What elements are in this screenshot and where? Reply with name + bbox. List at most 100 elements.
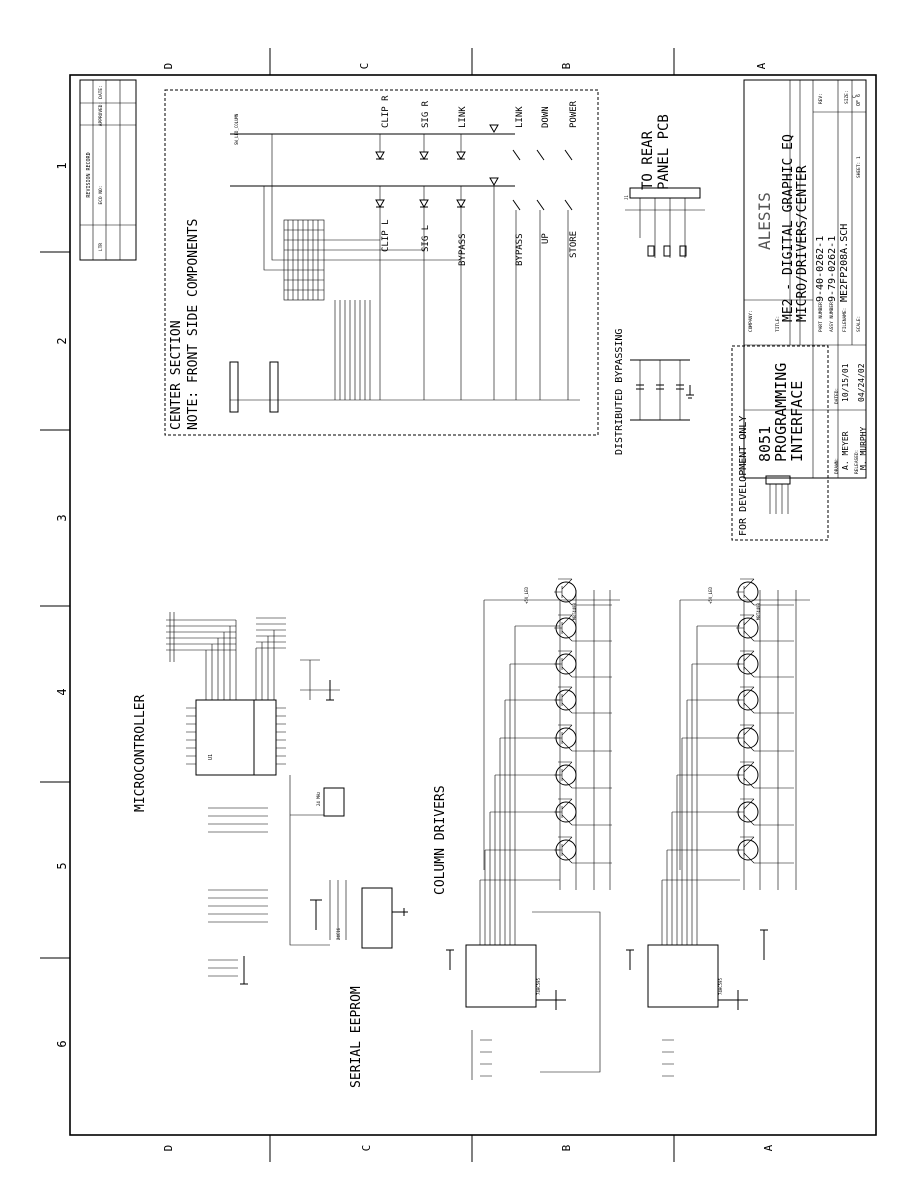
- distributed-bypassing-label: DISTRIBUTED BYPASSING: [614, 329, 625, 455]
- zone-row-2: 2: [55, 337, 69, 344]
- label-clip-l: CLIP L: [381, 219, 391, 252]
- shift-reg-upper-label: 74HC595: [536, 978, 541, 995]
- drawn-label: DRAWN:: [834, 458, 840, 474]
- title-label: TITLE:: [775, 316, 781, 332]
- column-drivers-label: COLUMN DRIVERS: [433, 785, 448, 895]
- zone-row-6: 6: [55, 1040, 69, 1047]
- shift-reg-lower-label: 74HC595: [718, 978, 723, 995]
- svg-text:SW_LED_COLUMN: SW_LED_COLUMN: [234, 113, 239, 145]
- pnp-transistor: [736, 650, 794, 678]
- zone-labels-top: D C B A: [162, 62, 768, 69]
- label-down: DOWN: [541, 106, 551, 128]
- title-line-1: ME2 - DIGITAL GRAPHIC EQ: [781, 134, 796, 322]
- size-value: C: [852, 95, 858, 98]
- led-row-left: [375, 177, 499, 209]
- drawing-border: [40, 48, 877, 1162]
- crystal-label: 24 MHz: [316, 791, 321, 806]
- switch-row-top: [512, 149, 573, 161]
- pnp-transistor: [554, 578, 612, 606]
- zone-row-3: 3: [55, 514, 69, 521]
- zone-top-a: A: [755, 62, 768, 69]
- date-label: DATED:: [834, 388, 840, 404]
- supply-label-upper: +5V_LED: [524, 587, 529, 604]
- released-label: RELEASED:: [854, 450, 860, 474]
- supply-label-lower: +5V_LED: [708, 587, 713, 604]
- drawn-by: A. MEYER: [841, 431, 850, 470]
- company-label: COMPANY:: [748, 310, 754, 332]
- rear-panel-connector: TO REAR PANEL PCB J1: [624, 114, 705, 258]
- label-bypass-switch: BYPASS: [515, 233, 525, 266]
- to-rear-label: TO REAR: [640, 130, 656, 190]
- transistor-label-upper: MBT4403: [572, 603, 577, 620]
- zone-bottom-d: D: [162, 1145, 175, 1152]
- pnp-transistor: [736, 686, 794, 714]
- prog-line-3: INTERFACE: [788, 381, 806, 462]
- column-driver-bank-upper: 74HC595: [446, 590, 620, 1080]
- serial-eeprom-section: SERIAL EEPROM 24C16: [310, 880, 408, 1088]
- zone-bottom-a: A: [762, 1144, 775, 1151]
- transistor-column-lower: [736, 578, 794, 864]
- pnp-transistor: [554, 836, 612, 864]
- column-driver-bank-lower: 74HC595: [626, 590, 810, 1077]
- zone-row-1: 1: [55, 162, 69, 169]
- assy-number: 9-79-0262-1: [827, 236, 838, 302]
- size-label: SIZE:: [844, 90, 850, 104]
- prog-line-2: PROGRAMMING: [772, 363, 790, 462]
- revision-title: REVISION RECORD: [86, 152, 92, 197]
- switch-row-bottom: [512, 199, 573, 211]
- zone-row-4: 4: [55, 688, 69, 695]
- pnp-transistor: [554, 650, 612, 678]
- pnp-transistor: [736, 761, 794, 789]
- pnp-transistor: [554, 614, 612, 642]
- revision-block: REVISION RECORD LTR ECO NO: APPROVED: DA…: [79, 79, 137, 261]
- zone-top-b: B: [560, 62, 573, 69]
- center-section-title: CENTER SECTION: [169, 320, 184, 430]
- center-section: CENTER SECTION NOTE: FRONT SIDE COMPONEN…: [164, 89, 599, 436]
- pnp-transistor: [736, 578, 794, 606]
- revision-col-date: DATE:: [98, 85, 104, 99]
- pnp-transistor: [736, 798, 794, 826]
- company-name: ALESIS: [755, 192, 774, 250]
- sheet-of: OF 6: [856, 94, 862, 106]
- revision-col-approved: APPROVED:: [98, 102, 104, 126]
- label-link: LINK: [458, 106, 468, 128]
- label-link-switch: LINK: [515, 106, 525, 128]
- eeprom-ref: 24C16: [336, 927, 341, 940]
- title-line-2: MICRO/DRIVERS/CENTER: [795, 165, 810, 322]
- serial-eeprom-label: SERIAL EEPROM: [349, 986, 364, 1088]
- revision-col-eco: ECO NO:: [98, 186, 104, 205]
- scale-label: SCALE:: [856, 316, 862, 332]
- transistor-column-upper: [554, 578, 612, 864]
- led-row-right: [375, 124, 499, 161]
- panel-pcb-label: PANEL PCB: [656, 114, 672, 190]
- pnp-transistor: [554, 724, 612, 752]
- label-sig-l: SIG L: [421, 225, 431, 252]
- zone-row-5: 5: [55, 862, 69, 869]
- rear-connector-ref: J1: [624, 195, 629, 200]
- revision-col-ltr: LTR: [98, 243, 104, 251]
- part-number: 9-40-0262-1: [815, 236, 826, 302]
- zone-labels-bottom: D C B A: [162, 1144, 775, 1151]
- part-label: PART NUMBER:: [818, 299, 824, 332]
- center-section-note: NOTE: FRONT SIDE COMPONENTS: [186, 219, 201, 430]
- rev-label: REV:: [818, 93, 824, 104]
- header-j4: [229, 361, 279, 413]
- pnp-transistor: [736, 836, 794, 864]
- row-drive-lines: [230, 185, 580, 401]
- pnp-transistor: [736, 724, 794, 752]
- prog-line-1: 8051: [756, 426, 774, 462]
- sheet-number: SHEET: 1: [856, 156, 862, 178]
- filename: ME2FP208A.SCH: [839, 224, 850, 302]
- column-drivers-section: COLUMN DRIVERS 74HC595 74HC595: [433, 590, 810, 1080]
- released-by: M. MURPHY: [859, 426, 868, 470]
- resistor-pack-wiring: [263, 134, 461, 301]
- microcontroller-section: MICROCONTROLLER U1 24 MHz: [133, 612, 345, 985]
- zone-bottom-c: C: [360, 1145, 373, 1152]
- programming-interface: FOR DEVELOPMENT ONLY 8051 PROGRAMMING IN…: [731, 345, 829, 541]
- pnp-transistor: [554, 798, 612, 826]
- zone-bottom-b: B: [560, 1144, 573, 1151]
- assy-label: ASSY NUMBER:: [829, 299, 835, 332]
- zone-labels-side: 1 2 3 4 5 6: [55, 162, 69, 1047]
- title-block: COMPANY: ALESIS TITLE: ME2 - DIGITAL GRA…: [743, 79, 868, 479]
- label-up: UP: [541, 233, 551, 244]
